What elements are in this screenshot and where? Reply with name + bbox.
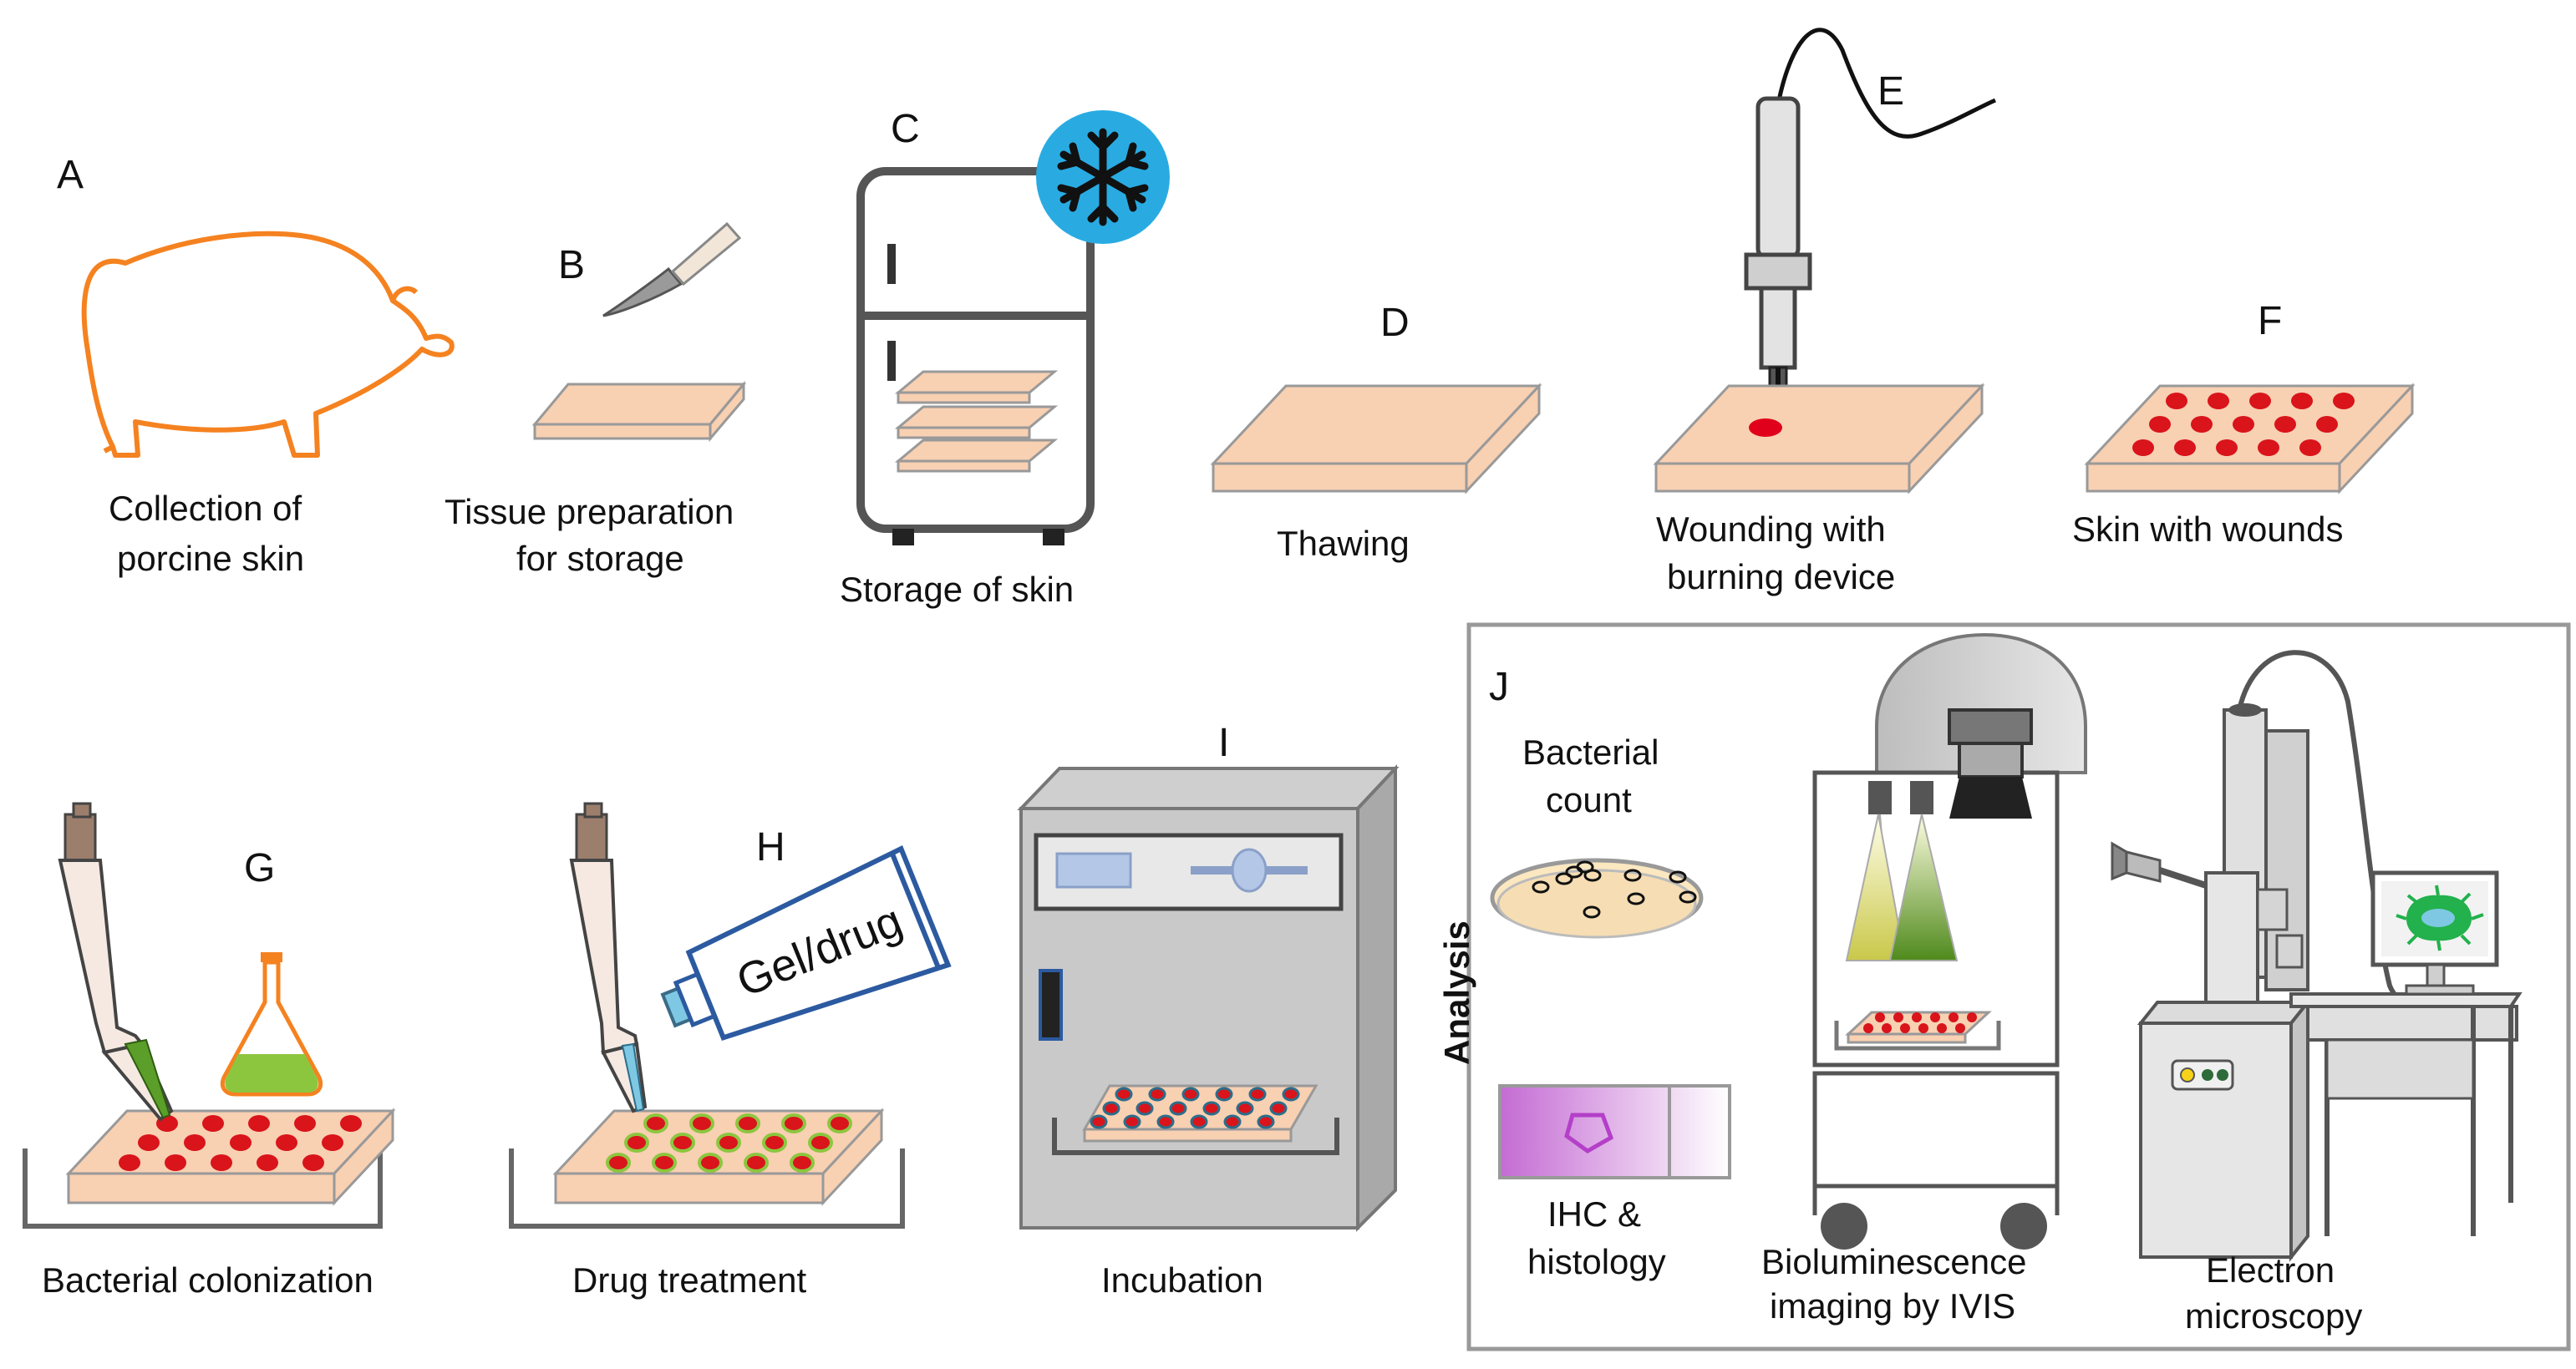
burning-device-icon xyxy=(1744,28,1996,415)
caption-a-2: porcine skin xyxy=(117,539,304,578)
electron-microscope-icon xyxy=(2111,650,2523,1262)
caption-i: Incubation xyxy=(1101,1260,1263,1300)
panel-b: B Tissue preparation for storage xyxy=(445,221,747,578)
flask-icon xyxy=(220,952,323,1097)
panel-letter-e: E xyxy=(1877,69,1904,114)
panel-a: A Collection of porcine skin xyxy=(57,153,455,578)
panel-letter-d: D xyxy=(1380,301,1410,345)
panel-letter-g: G xyxy=(244,846,275,890)
analysis-box xyxy=(1466,622,2571,1351)
pipette-icon xyxy=(569,802,648,1113)
em-label-1: Electron xyxy=(2206,1250,2335,1290)
analysis-side-label: Analysis xyxy=(1437,920,1476,1065)
pipette-icon xyxy=(58,802,174,1122)
ihc-label-2: histology xyxy=(1527,1242,1666,1281)
caption-f: Skin with wounds xyxy=(2072,510,2344,549)
panel-d: D Thawing xyxy=(1210,301,1542,563)
caption-c: Storage of skin xyxy=(840,570,1074,609)
skin-slab-icon xyxy=(1210,383,1542,494)
panel-h: H xyxy=(509,802,952,1300)
snowflake-icon xyxy=(1036,110,1170,244)
bacterial-count-label-2: count xyxy=(1546,780,1632,819)
wounded-skin-icon xyxy=(2084,383,2416,494)
panel-letter-i: I xyxy=(1218,721,1229,765)
pig-icon xyxy=(81,231,455,458)
caption-e-2: burning device xyxy=(1667,557,1895,596)
histology-slide-icon xyxy=(1498,1084,1731,1179)
panel-c: C xyxy=(840,107,1170,609)
bacterial-count-label-1: Bacterial xyxy=(1522,733,1659,772)
em-label-2: microscopy xyxy=(2185,1296,2362,1336)
skin-slab-icon xyxy=(1653,383,1985,494)
caption-g: Bacterial colonization xyxy=(42,1260,373,1300)
scalpel-icon xyxy=(602,221,742,317)
caption-d: Thawing xyxy=(1277,524,1410,563)
ivis-label-1: Bioluminescence xyxy=(1761,1242,2027,1281)
ihc-label-1: IHC & xyxy=(1547,1194,1641,1234)
incubated-skin xyxy=(1082,1084,1318,1143)
incubator-icon xyxy=(1017,763,1400,1232)
ivis-label-2: imaging by IVIS xyxy=(1770,1286,2015,1326)
panel-letter-f: F xyxy=(2258,299,2282,343)
panel-letter-j: J xyxy=(1489,665,1509,709)
panel-e: E Wounding with burning device xyxy=(1653,28,1996,596)
stored-skin-stack xyxy=(894,370,1059,473)
treated-skin-icon xyxy=(552,1108,885,1206)
panel-j: J Analysis Bacterial count IHC & histolo… xyxy=(1437,622,2571,1351)
dish-tray xyxy=(509,1148,905,1229)
panel-i: I xyxy=(1017,721,1400,1300)
burn-wound xyxy=(1749,418,1782,437)
gel-tube-icon: Gel/drug xyxy=(660,845,952,1042)
panel-f: F Skin with wounds xyxy=(2072,299,2416,549)
panel-letter-h: H xyxy=(756,825,785,870)
caption-b-1: Tissue preparation xyxy=(445,492,734,531)
caption-h: Drug treatment xyxy=(572,1260,806,1300)
ivis-imager-icon xyxy=(1812,632,2087,1250)
colonized-skin-icon xyxy=(65,1108,396,1206)
caption-a-1: Collection of xyxy=(109,489,302,528)
skin-slab-icon xyxy=(531,380,747,443)
panel-letter-a: A xyxy=(57,153,84,197)
panel-g: G xyxy=(23,802,396,1300)
caption-b-2: for storage xyxy=(516,539,684,578)
petri-dish-icon xyxy=(1490,858,1704,939)
caption-e-1: Wounding with xyxy=(1656,510,1886,549)
panel-letter-c: C xyxy=(891,107,920,151)
freezer-icon xyxy=(856,167,1095,545)
dish-tray xyxy=(23,1148,383,1229)
panel-letter-b: B xyxy=(558,243,585,287)
